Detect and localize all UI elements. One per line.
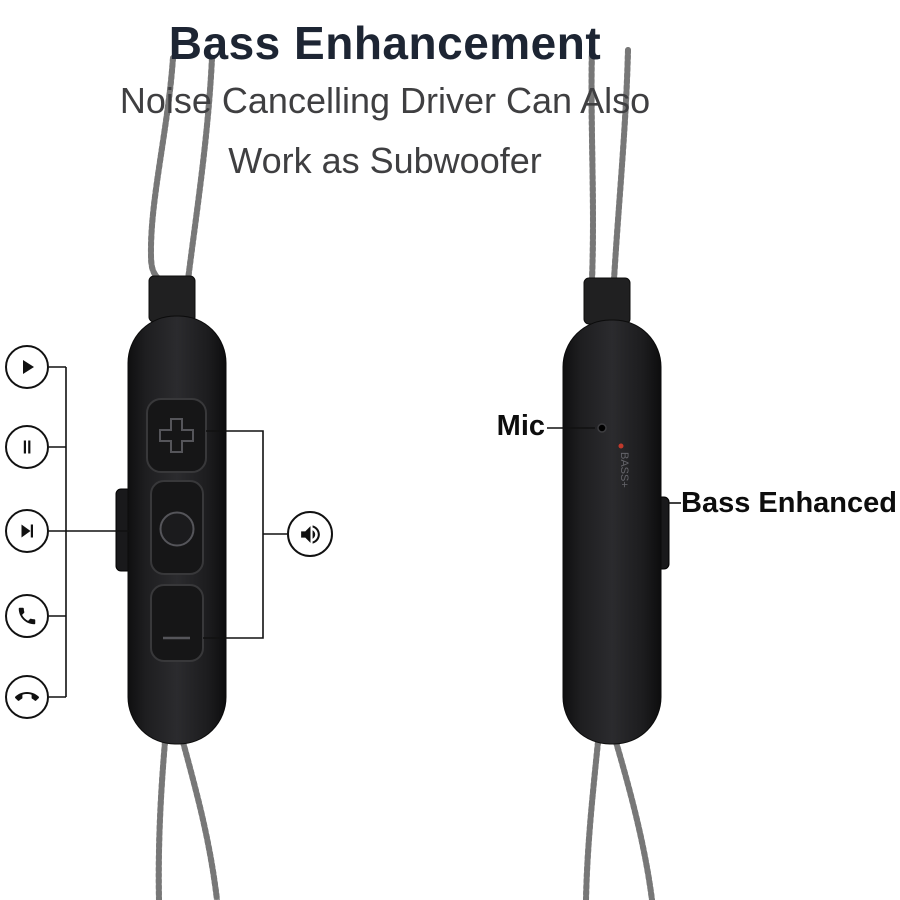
plus-glyph xyxy=(159,418,194,453)
subtitle-line-2: Work as Subwoofer xyxy=(228,140,542,181)
mic-label: Mic xyxy=(496,410,545,442)
next-track-icon xyxy=(5,509,49,553)
call-end-icon xyxy=(5,675,49,719)
annotation-lines xyxy=(49,366,681,698)
left-remote xyxy=(115,275,227,745)
bass-indicator-dot xyxy=(618,443,624,449)
page-title: Bass Enhancement xyxy=(168,17,602,69)
volume-down-button xyxy=(150,584,204,662)
call-answer-icon xyxy=(5,594,49,638)
right-cable-collar xyxy=(583,277,631,325)
right-remote: BASS+ xyxy=(562,277,670,745)
bass-plus-print: BASS+ xyxy=(618,452,630,488)
left-cable-collar xyxy=(148,275,196,323)
bass-enhanced-label: Bass Enhanced xyxy=(681,487,897,519)
right-remote-body xyxy=(562,319,662,745)
center-button xyxy=(159,511,195,547)
headphone-cables xyxy=(147,47,655,900)
subtitle-line-1: Noise Cancelling Driver Can Also xyxy=(119,80,651,121)
speaker-icon xyxy=(287,511,333,557)
play-icon xyxy=(5,345,49,389)
volume-up-button xyxy=(146,398,207,473)
pause-icon xyxy=(5,425,49,469)
mic-hole xyxy=(597,423,607,433)
